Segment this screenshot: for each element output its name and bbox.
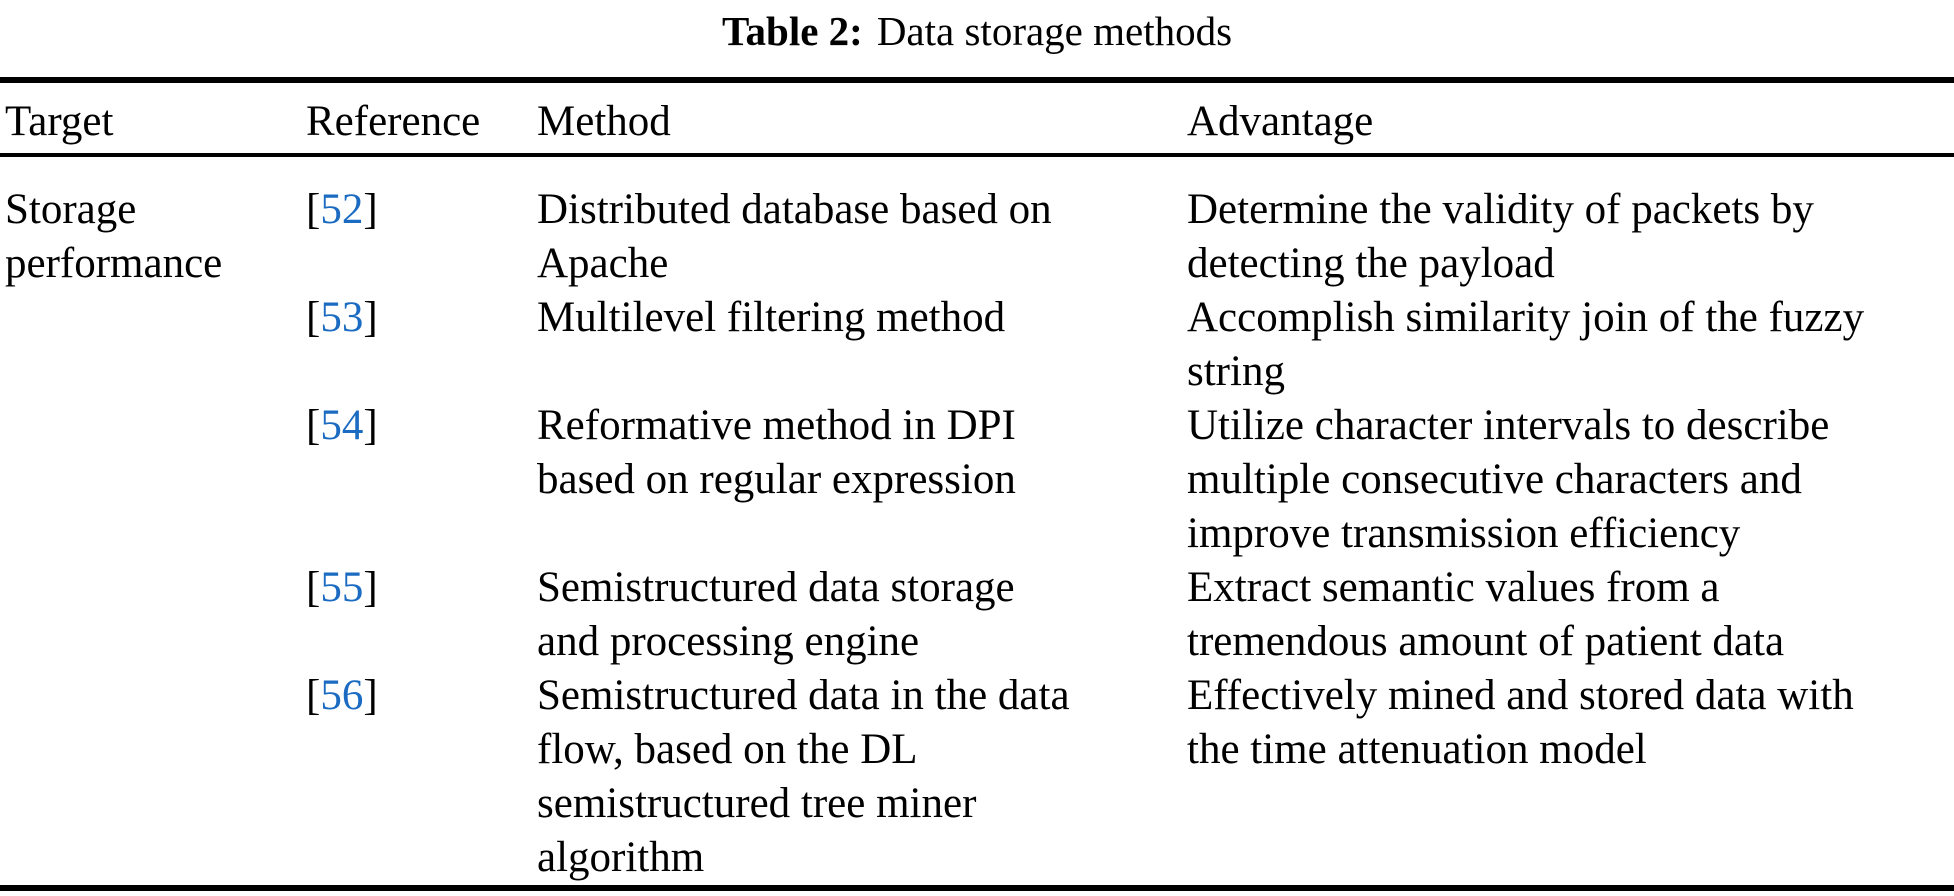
table-row: Storage performance [52] Distributed dat… [0,155,1954,291]
bracket-close: ] [363,402,378,449]
table-body: Storage performance [52] Distributed dat… [0,155,1954,888]
citation-link-53[interactable]: 53 [320,294,364,341]
bracket-close: ] [363,186,378,233]
citation-link-55[interactable]: 55 [320,564,364,611]
bracket-open: [ [306,564,321,611]
bracket-close: ] [363,564,378,611]
table-row: [54] Reformative method in DPI based on … [0,399,1954,561]
reference-cell: [56] [306,669,537,888]
reference-cell: [52] [306,155,537,291]
header-row: Target Reference Method Advantage [0,80,1954,157]
method-cell: Multilevel filtering method [537,294,1006,341]
bracket-open: [ [306,186,321,233]
bracket-open: [ [306,672,321,719]
table-header: Target Reference Method Advantage [0,80,1954,157]
reference-cell: [55] [306,561,537,669]
target-cell [0,291,306,399]
reference-cell: [54] [306,399,537,561]
bracket-close: ] [363,672,378,719]
advantage-cell: Accomplish similarity join of the fuzzy … [1187,294,1865,395]
advantage-cell: Effectively mined and stored data with t… [1187,672,1854,773]
target-cell [0,669,306,888]
table-caption-text: Data storage methods [876,8,1233,54]
bracket-close: ] [363,294,378,341]
advantage-cell: Extract semantic values from a tremendou… [1187,564,1785,665]
table-row: [56] Semistructured data in the data flo… [0,669,1954,888]
table-caption: Table 2: Data storage methods [0,0,1954,56]
method-cell: Reformative method in DPI based on regul… [537,402,1016,503]
advantage-cell: Utilize character intervals to describe … [1187,402,1830,557]
data-storage-methods-table: Target Reference Method Advantage Storag… [0,77,1954,891]
citation-link-56[interactable]: 56 [320,672,364,719]
column-header-target: Target [0,80,306,157]
target-cell [0,399,306,561]
target-cell: Storage performance [5,186,223,287]
target-cell [0,561,306,669]
column-header-method: Method [537,80,1187,157]
column-header-advantage: Advantage [1187,80,1954,157]
citation-link-52[interactable]: 52 [320,186,364,233]
citation-link-54[interactable]: 54 [320,402,364,449]
method-cell: Distributed database based on Apache [537,186,1052,287]
column-header-reference: Reference [306,80,537,157]
table-row: [53] Multilevel filtering method Accompl… [0,291,1954,399]
bracket-open: [ [306,294,321,341]
table-row: [55] Semistructured data storage and pro… [0,561,1954,669]
method-cell: Semistructured data in the data flow, ba… [537,672,1070,881]
bracket-open: [ [306,402,321,449]
advantage-cell: Determine the validity of packets by det… [1187,186,1814,287]
method-cell: Semistructured data storage and processi… [537,564,1015,665]
table-caption-label: Table 2: [721,8,863,54]
reference-cell: [53] [306,291,537,399]
